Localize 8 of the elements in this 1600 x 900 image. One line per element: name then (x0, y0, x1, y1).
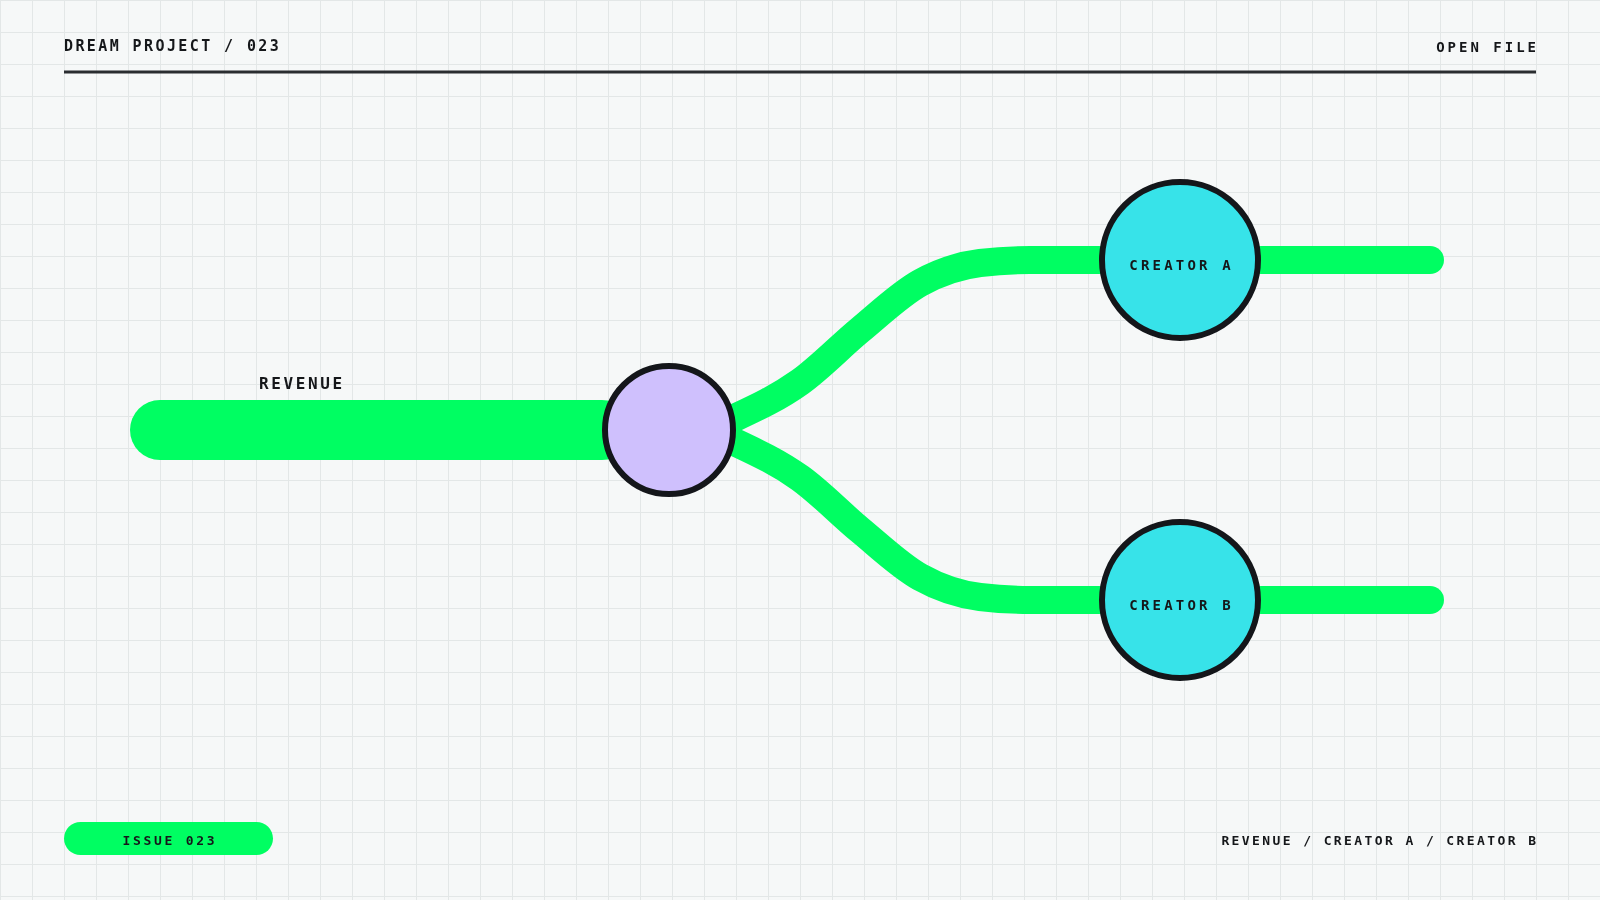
issue-pill (64, 822, 273, 855)
header-link: OPEN FILE (1436, 40, 1539, 54)
pill-label: ISSUE 023 (121, 833, 218, 847)
header-title: DREAM PROJECT / 023 (64, 39, 282, 54)
edge-label: REVENUE (259, 376, 345, 392)
footer-note: REVENUE / CREATOR A / CREATOR B (1221, 834, 1539, 847)
node-label: CREATOR B (1128, 598, 1234, 612)
node-label: CREATOR A (1128, 258, 1234, 272)
